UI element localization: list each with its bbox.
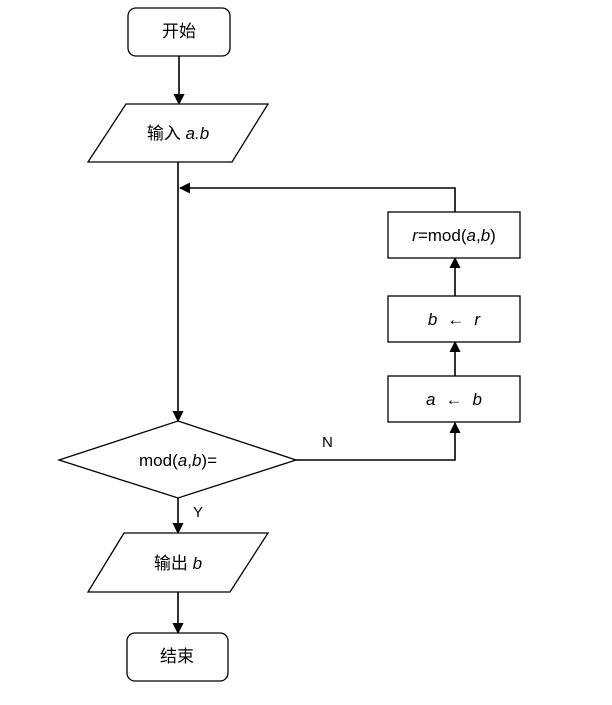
decision-label-a: a — [178, 451, 187, 470]
assign-r-b: b — [481, 226, 490, 245]
no-label: N — [322, 434, 333, 451]
assign-a-arrow: ← — [446, 390, 463, 409]
decision-label-comma: , — [187, 451, 192, 470]
output-label-var: b — [193, 554, 202, 573]
input-label: 输入 a.b — [147, 124, 209, 143]
assign-a-node: a ← b — [387, 375, 521, 423]
assign-b-left: b — [428, 310, 437, 329]
output-node: 输出 b — [86, 532, 270, 593]
output-label-text: 输出 — [154, 554, 193, 573]
assign-a-right: b — [473, 390, 482, 409]
assign-r-a: a — [467, 226, 476, 245]
input-label-text: 输入 — [147, 124, 186, 143]
assign-b-label: b ← r — [428, 310, 481, 329]
assign-b-right: r — [474, 310, 481, 329]
assign-a-left: a — [426, 390, 435, 409]
assign-r-mid: =mod( — [418, 226, 467, 245]
decision-label-pre: mod( — [139, 451, 178, 470]
arrow-no-branch — [296, 421, 461, 461]
decision-label-b: b — [192, 451, 201, 470]
assign-r-comma: , — [476, 226, 481, 245]
decision-node: mod(a,b)= — [56, 420, 299, 499]
yes-label: Y — [193, 504, 203, 521]
decision-label: mod(a,b)= — [139, 451, 217, 470]
input-node: 输入 a.b — [86, 103, 270, 163]
end-node: 结束 — [126, 632, 229, 682]
assign-r-var: r — [412, 226, 419, 245]
end-label: 结束 — [160, 647, 194, 666]
assign-r-node: r=mod(a,b) — [387, 211, 521, 259]
assign-b-arrow: ← — [447, 310, 464, 329]
assign-r-label: r=mod(a,b) — [412, 226, 496, 245]
start-node: 开始 — [127, 7, 231, 57]
decision-label-post: )= — [201, 451, 217, 470]
arrow-loop-back — [178, 182, 456, 212]
assign-b-node: b ← r — [387, 295, 521, 343]
output-label: 输出 b — [154, 554, 202, 573]
assign-r-close: ) — [490, 226, 496, 245]
start-label: 开始 — [162, 22, 196, 41]
assign-a-label: a ← b — [426, 390, 482, 409]
input-label-var: a.b — [186, 124, 210, 143]
